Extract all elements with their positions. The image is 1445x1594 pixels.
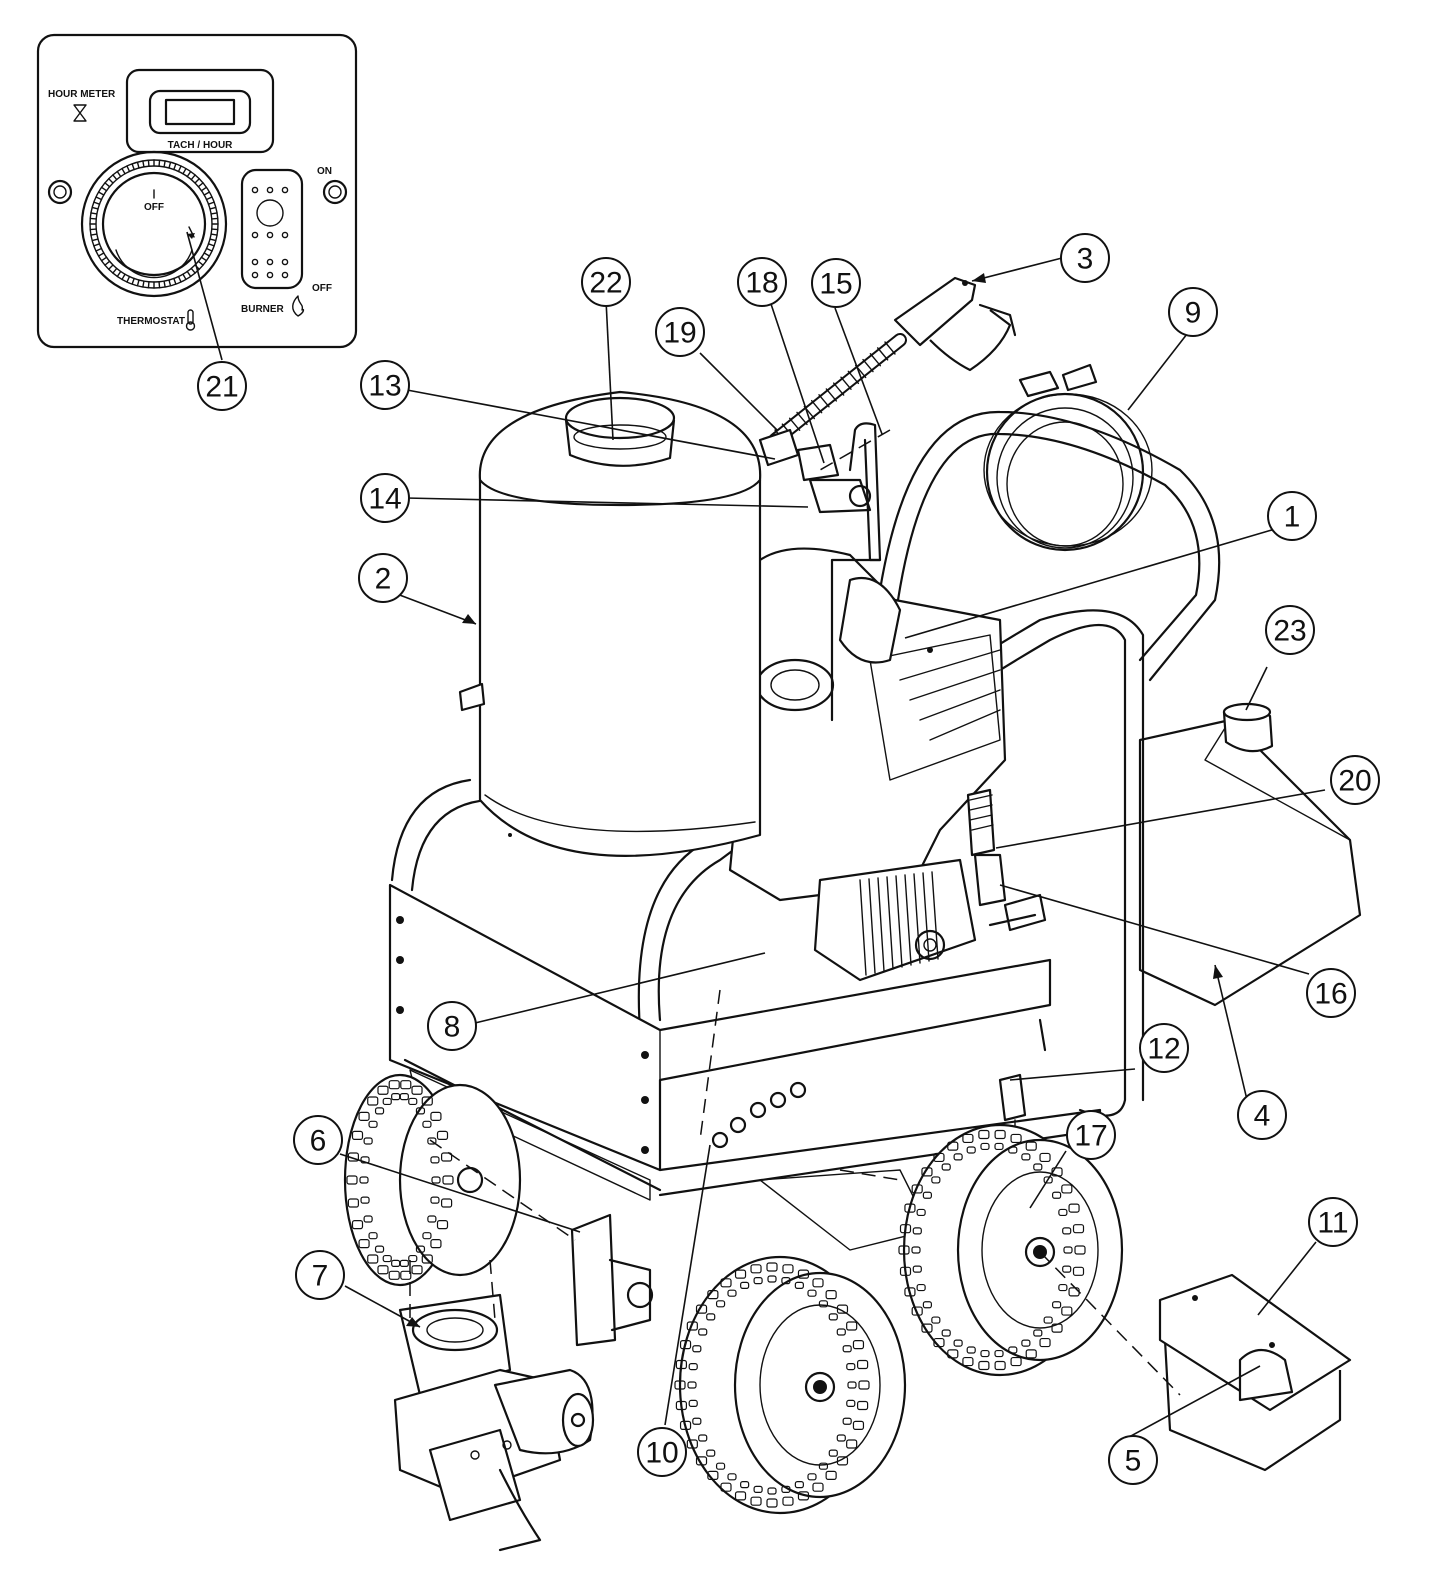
callout-19: 19 xyxy=(655,307,705,357)
tach-hour-label: TACH / HOUR xyxy=(168,140,234,151)
spray-wand xyxy=(768,333,907,447)
panel-screw-left xyxy=(47,179,73,205)
callout-9: 9 xyxy=(1168,287,1218,337)
burner-label: BURNER xyxy=(241,304,285,315)
swivel-fitting xyxy=(808,478,872,514)
caster-bracket xyxy=(570,1213,654,1347)
callout-number: 20 xyxy=(1338,765,1371,798)
hourglass-icon xyxy=(73,104,87,122)
pump-fittings xyxy=(988,893,1047,932)
callout-7: 7 xyxy=(295,1250,345,1300)
callout-6: 6 xyxy=(293,1115,343,1165)
callout-10: 10 xyxy=(637,1427,687,1477)
hour-meter-label: HOUR METER xyxy=(48,89,116,100)
callout-number: 7 xyxy=(312,1260,329,1293)
wheel-front-left xyxy=(674,1255,907,1515)
callout-16: 16 xyxy=(1306,968,1356,1018)
callout-number: 19 xyxy=(663,317,696,350)
switch-off-label: OFF xyxy=(312,283,332,294)
callout-11: 11 xyxy=(1308,1197,1358,1247)
callout-1: 1 xyxy=(1267,491,1317,541)
thermostat-dial[interactable]: OFF xyxy=(80,150,228,298)
callout-5: 5 xyxy=(1108,1435,1158,1485)
callout-number: 17 xyxy=(1074,1120,1107,1153)
callout-12: 12 xyxy=(1139,1023,1189,1073)
control-panel-plate xyxy=(36,33,358,349)
dial-off-label: OFF xyxy=(144,202,164,213)
wheel-rear-left xyxy=(343,1073,522,1287)
callout-15: 15 xyxy=(811,258,861,308)
thermometer-icon xyxy=(185,309,196,331)
pressure-hose-coil xyxy=(983,370,1153,552)
spray-gun xyxy=(893,276,1017,372)
callout-8: 8 xyxy=(427,1001,477,1051)
mounting-bolts xyxy=(711,1081,807,1149)
control-panel-inset: HOUR METER TACH / HOUR OFF THERMOSTAT xyxy=(36,33,358,349)
panel-screw-right xyxy=(322,179,348,205)
callout-number: 3 xyxy=(1077,243,1094,276)
callout-number: 2 xyxy=(375,563,392,596)
callout-17: 17 xyxy=(1066,1110,1116,1160)
callout-3: 3 xyxy=(1060,233,1110,283)
callout-number: 13 xyxy=(368,370,401,403)
fuel-tank xyxy=(1138,718,1362,1007)
flame-icon xyxy=(292,295,305,317)
wheel-front-right xyxy=(898,1123,1124,1377)
callout-22: 22 xyxy=(581,257,631,307)
callout-4: 4 xyxy=(1237,1090,1287,1140)
callout-number: 16 xyxy=(1314,978,1347,1011)
callout-14: 14 xyxy=(360,473,410,523)
leader-lines xyxy=(186,231,1326,1444)
callout-number: 6 xyxy=(310,1125,327,1158)
callout-number: 9 xyxy=(1185,297,1202,330)
frame-deck xyxy=(388,883,1102,1251)
callout-number: 18 xyxy=(745,267,778,300)
engine xyxy=(728,547,1007,902)
callout-number: 14 xyxy=(368,483,401,516)
coil-inlet-fitting xyxy=(458,682,486,712)
burner-motor xyxy=(393,1293,595,1552)
fuel-tank-cap xyxy=(1222,702,1274,753)
outlet-pipe xyxy=(830,422,882,722)
callout-number: 8 xyxy=(444,1011,461,1044)
callout-number: 21 xyxy=(205,371,238,404)
gun-hose-fitting xyxy=(1061,363,1098,392)
exhaust-stack xyxy=(564,396,676,467)
burner-rocker-switch[interactable] xyxy=(240,168,304,290)
callout-number: 22 xyxy=(589,267,622,300)
callout-number: 10 xyxy=(645,1437,678,1470)
callout-number: 15 xyxy=(819,268,852,301)
callout-18: 18 xyxy=(737,257,787,307)
callout-number: 11 xyxy=(1317,1207,1348,1240)
tach-hour-meter: TACH / HOUR xyxy=(125,68,275,154)
callout-13: 13 xyxy=(360,360,410,410)
callout-23: 23 xyxy=(1265,605,1315,655)
pump-assembly xyxy=(813,858,977,982)
callout-number: 4 xyxy=(1254,1100,1271,1133)
callout-2: 2 xyxy=(358,553,408,603)
unloader-valve xyxy=(966,788,1007,907)
callout-21: 21 xyxy=(197,361,247,411)
callout-number: 12 xyxy=(1147,1033,1180,1066)
callout-number: 23 xyxy=(1273,615,1306,648)
callout-20: 20 xyxy=(1330,755,1380,805)
callout-number: 1 xyxy=(1284,501,1301,534)
thermostat-label: THERMOSTAT xyxy=(117,316,185,327)
switch-on-label: ON xyxy=(317,166,332,177)
battery-box xyxy=(1158,1273,1352,1472)
assembly-lines xyxy=(409,429,1181,1396)
quick-coupler xyxy=(758,428,840,482)
callout-number: 5 xyxy=(1125,1445,1142,1478)
